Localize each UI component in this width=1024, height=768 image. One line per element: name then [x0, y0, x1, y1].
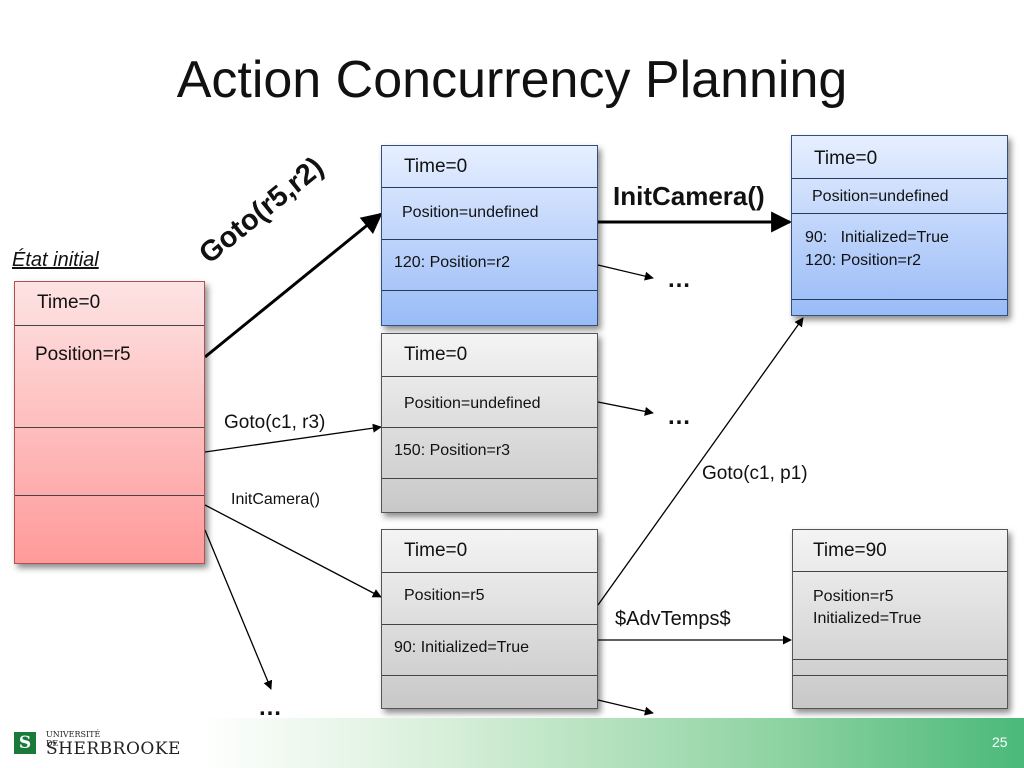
state-box-goto-r2: Time=0 Position=undefined 120: Position=… [381, 145, 598, 326]
state-events: 90: Initialized=True [394, 639, 530, 656]
state-time: Time=90 [813, 540, 887, 561]
state-position: Position=r5 [35, 344, 131, 365]
logo-line-2: SHERBROOKE [46, 739, 181, 759]
ellipsis-after-goto-r2: … [667, 266, 691, 293]
state-initialized: Initialized=True [813, 610, 922, 627]
state-events: 150: Position=r3 [394, 442, 511, 459]
action-goto-c1-r3: Goto(c1, r3) [224, 412, 326, 433]
initial-state-label: État initial [12, 249, 99, 271]
state-position: Position=r5 [813, 588, 894, 605]
state-time: Time=0 [404, 540, 468, 561]
state-position: Position=undefined [402, 204, 539, 221]
state-time: Time=0 [814, 148, 878, 169]
state-box-initcamera-after-goto: Time=0 Position=undefined 90: Initialize… [791, 135, 1008, 316]
state-events-1: 90: Initialized=True [805, 229, 949, 246]
action-initcamera-big: InitCamera() [613, 181, 765, 211]
arrow-initial-more [204, 529, 273, 690]
ellipsis-after-goto-r3: … [667, 403, 691, 430]
state-box-goto-r3: Time=0 Position=undefined 150: Position=… [381, 333, 598, 513]
page-number: 25 [992, 734, 1008, 750]
action-goto-c1-p1: Goto(c1, p1) [702, 463, 808, 484]
state-events: 120: Position=r2 [394, 254, 511, 271]
arrow-initcamera [204, 504, 382, 598]
logo-line-1: UNIVERSITÉ DE [46, 730, 101, 748]
state-events-2: 120: Position=r2 [805, 252, 922, 269]
state-position: Position=undefined [404, 395, 541, 412]
slide-title: Action Concurrency Planning [176, 51, 848, 109]
state-box-initcamera: Time=0 Position=r5 90: Initialized=True [381, 529, 598, 709]
arrow-s3-more [597, 699, 654, 716]
ellipsis-after-initial: … [258, 694, 282, 721]
action-advtemps: $AdvTemps$ [615, 608, 731, 630]
footer-band [200, 718, 1024, 768]
arrow-goto-c1-r3 [204, 423, 382, 453]
logo-mark-icon: S [14, 732, 36, 754]
state-position: Position=r5 [404, 587, 485, 604]
state-box-advtemps: Time=90 Position=r5 Initialized=True [792, 529, 1008, 709]
action-initcamera: InitCamera() [231, 491, 320, 508]
state-time: Time=0 [404, 156, 468, 177]
initial-state-box: Time=0 Position=r5 [14, 281, 205, 564]
state-position: Position=undefined [812, 188, 949, 205]
arrow-s1-more [597, 264, 654, 281]
arrow-goto-c1-p1 [597, 317, 804, 606]
arrow-goto-r5-r2 [204, 212, 383, 359]
state-time: Time=0 [404, 344, 468, 365]
state-time: Time=0 [37, 292, 101, 313]
arrow-s2-more [597, 401, 654, 416]
